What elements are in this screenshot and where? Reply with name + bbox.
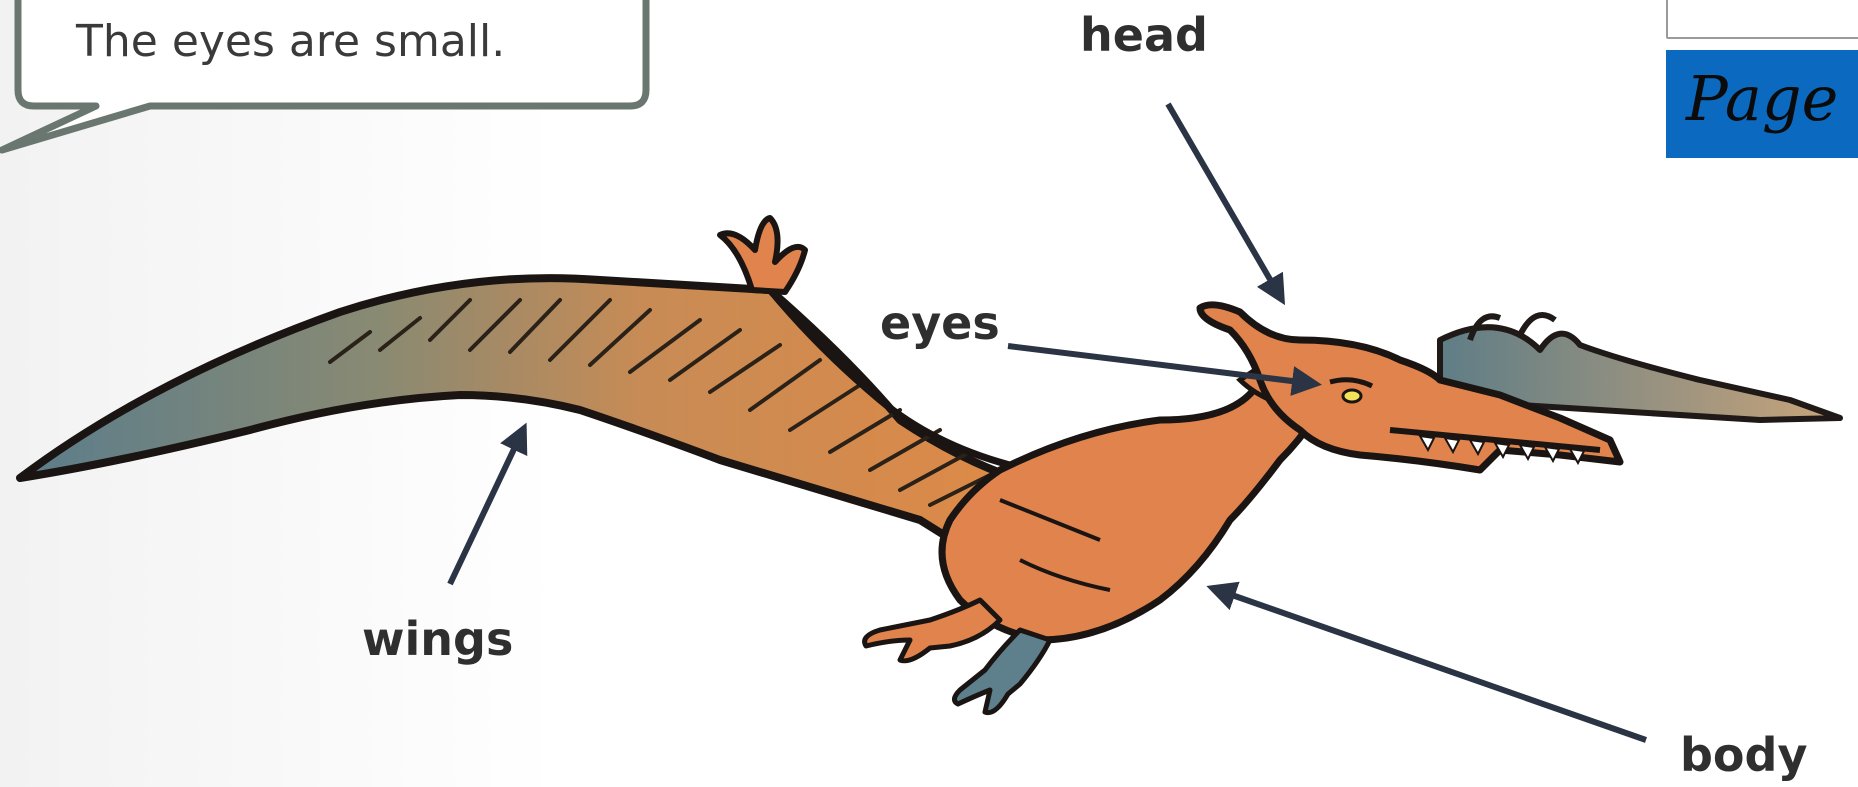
eyes-arrow (1008, 346, 1316, 384)
wings-arrow (450, 428, 524, 584)
label-wings: wings (362, 612, 513, 666)
label-eyes: eyes (880, 296, 1000, 350)
label-body: body (1680, 728, 1807, 782)
label-head: head (1080, 8, 1208, 62)
body-arrow (1212, 588, 1646, 740)
head-arrow (1168, 104, 1282, 300)
